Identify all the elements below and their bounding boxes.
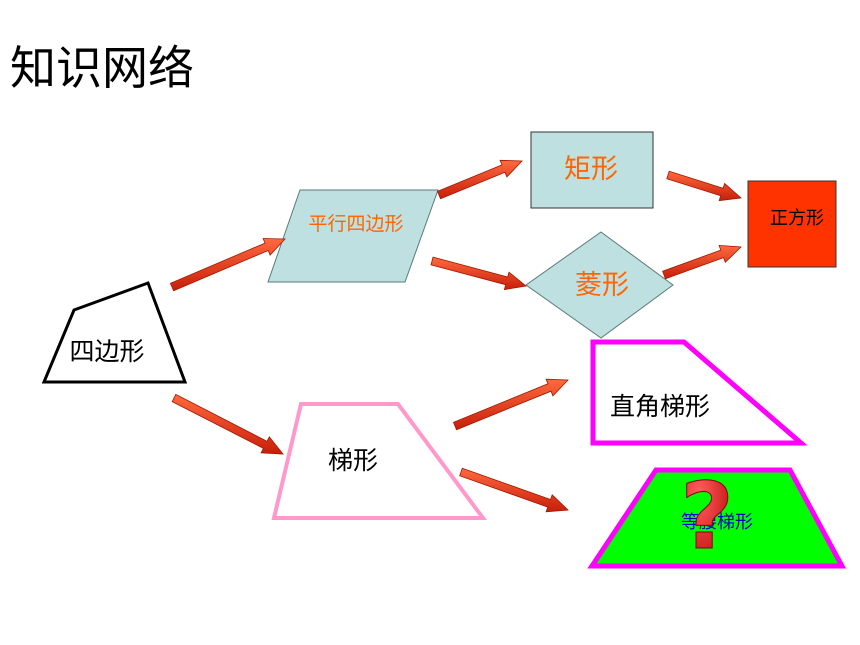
right-trapezoid-shape (590, 339, 808, 446)
node-isosceles-trapezoid: 等腰梯形 ? (587, 463, 847, 571)
node-rectangle: 矩形 (530, 131, 654, 209)
rhombus-shape (525, 231, 674, 339)
trapezoid-label: 梯形 (328, 446, 378, 475)
arrow-parallelogram-to-rhombus (430, 256, 527, 291)
parallelogram-shape (267, 189, 439, 283)
quadrilateral-label: 四边形 (69, 337, 144, 366)
arrows-group (169, 159, 742, 513)
arrow-trapezoid-to-isosceles (459, 467, 569, 513)
page-title: 知识网络 (10, 41, 194, 95)
question-mark-icon: ? (680, 463, 733, 570)
arrow-quadrilateral-to-parallelogram (169, 238, 286, 292)
node-quadrilateral: 四边形 (41, 281, 188, 384)
arrow-rhombus-to-square (662, 244, 742, 280)
isosceles-trapezoid-label: 等腰梯形 (681, 512, 753, 533)
node-right-trapezoid: 直角梯形 (590, 339, 808, 446)
parallelogram-label: 平行四边形 (308, 213, 403, 235)
node-parallelogram: 平行四边形 (267, 189, 439, 283)
node-square: 正方形 (747, 180, 837, 268)
square-shape (747, 180, 837, 268)
arrow-quadrilateral-to-trapezoid (171, 393, 284, 455)
rectangle-shape (530, 131, 654, 209)
node-trapezoid: 梯形 (271, 402, 487, 520)
trapezoid-shape (271, 402, 487, 520)
rhombus-label: 菱形 (575, 270, 629, 301)
arrow-trapezoid-to-right-trapezoid (452, 378, 569, 431)
right-trapezoid-label: 直角梯形 (610, 392, 710, 421)
isosceles-trapezoid-shape (587, 467, 847, 569)
arrow-rectangle-to-square (666, 170, 742, 202)
node-rhombus: 菱形 (525, 231, 674, 339)
rectangle-label: 矩形 (564, 154, 618, 185)
square-label: 正方形 (770, 208, 824, 229)
quadrilateral-shape (41, 281, 188, 384)
arrow-parallelogram-to-rectangle (436, 159, 523, 200)
